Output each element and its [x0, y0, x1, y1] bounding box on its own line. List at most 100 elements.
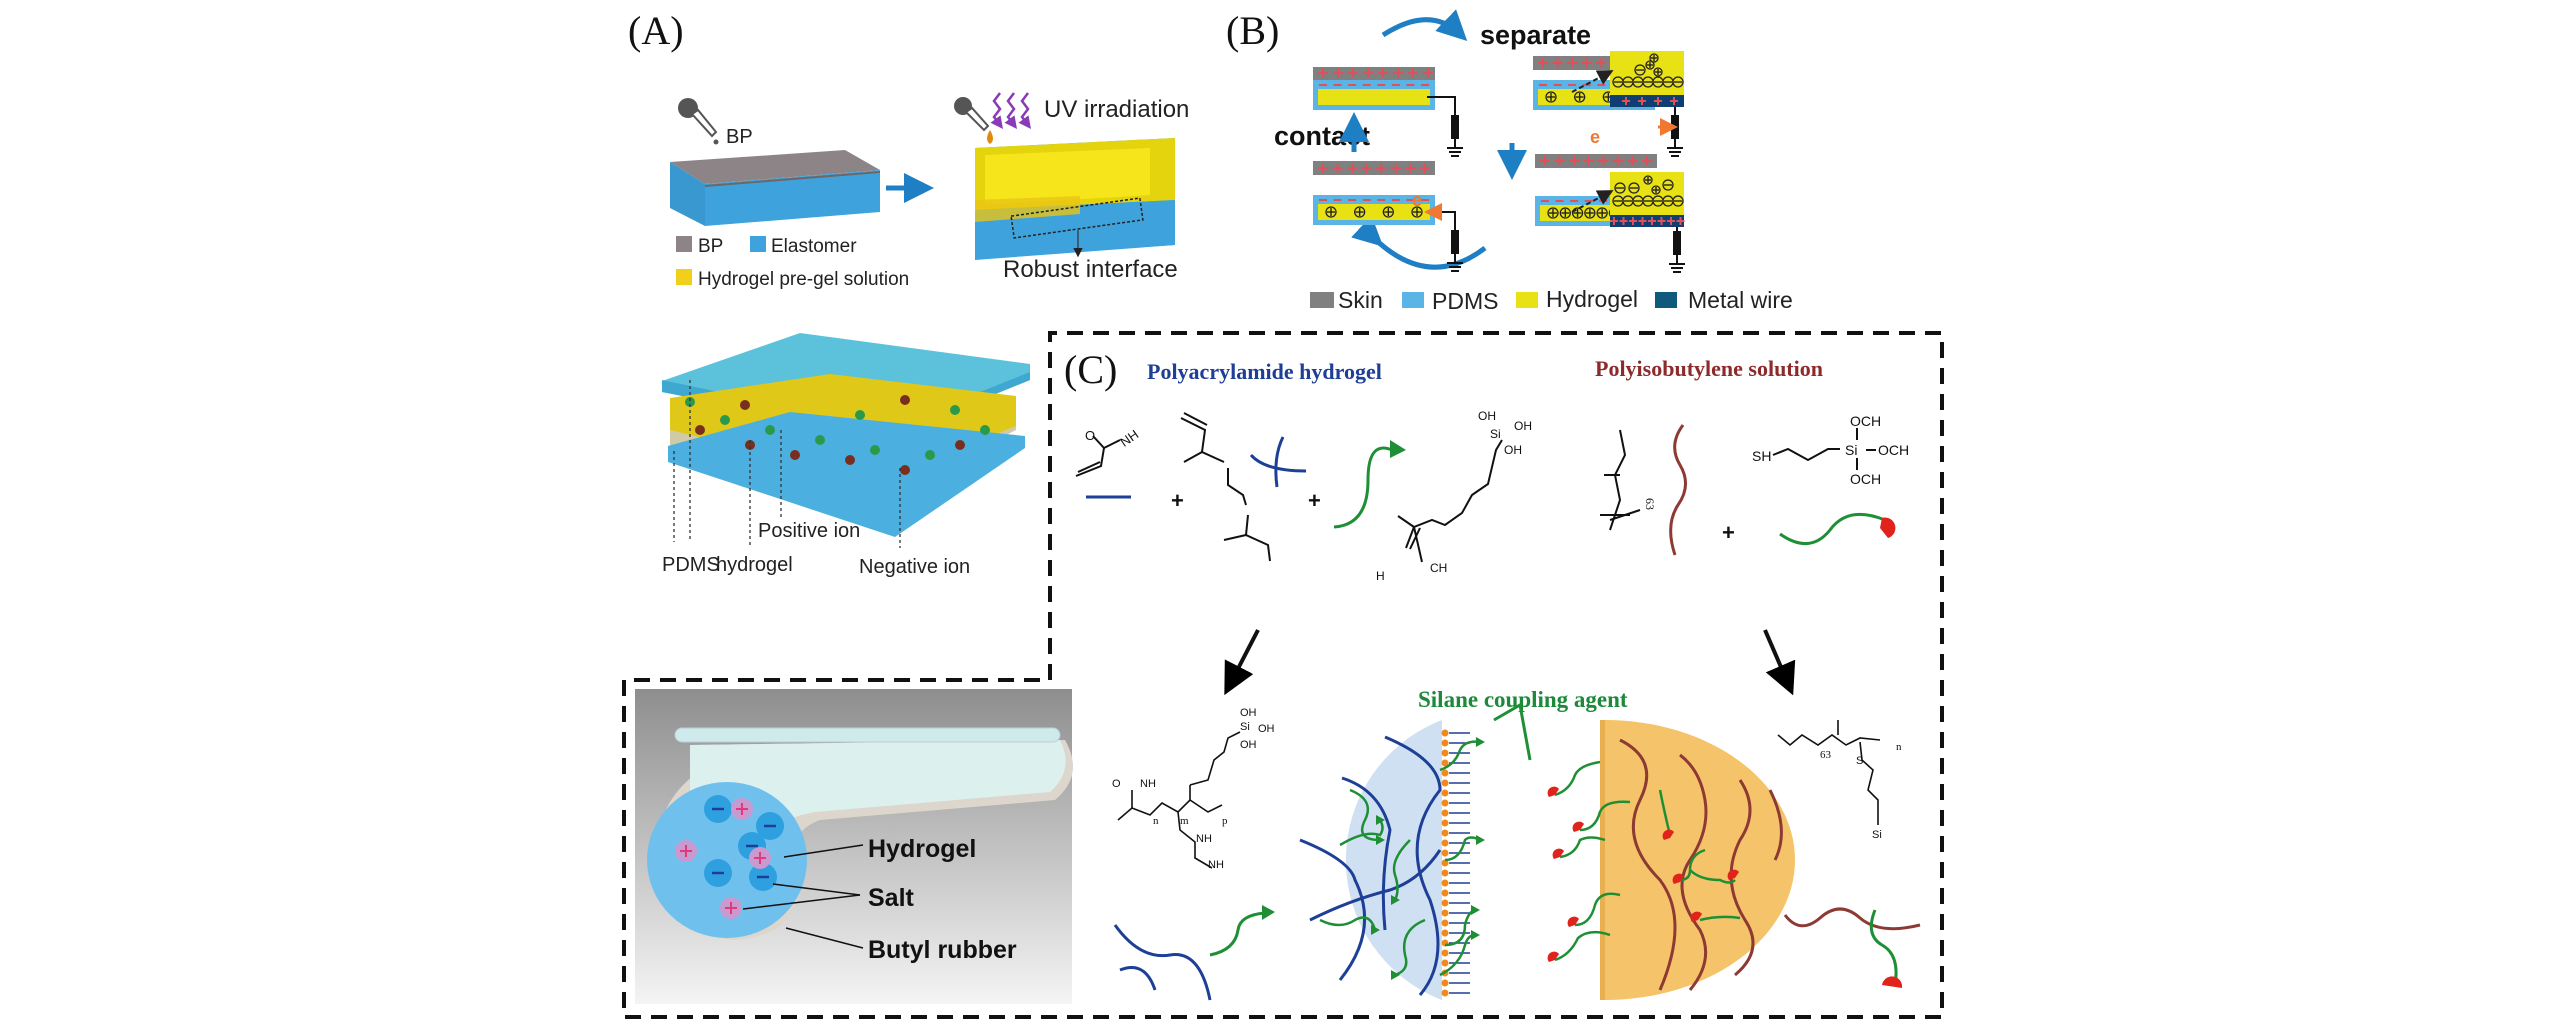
vinyl-cap-icon: [1476, 737, 1485, 747]
wire: [1427, 96, 1456, 115]
anchor-dot: [1441, 769, 1449, 777]
silane-chain: [1439, 740, 1481, 772]
anchor-dot: [1441, 959, 1449, 967]
anchor-dot: [1441, 829, 1449, 837]
dropper-icon: [678, 98, 719, 145]
dropper-icon: [954, 97, 993, 144]
anchor-dot: [1441, 839, 1449, 847]
legend-label-pdms: PDMS: [1432, 288, 1498, 314]
anchor-dot: [1441, 869, 1449, 877]
resistor-icon: [1451, 230, 1459, 254]
anchor-dot: [1441, 899, 1449, 907]
positive-ion-dot: [900, 395, 910, 405]
positive-charge-icon: [1571, 207, 1584, 219]
plus-sign: +: [1722, 520, 1735, 545]
positive-charge-icon: [1643, 175, 1653, 185]
negative-ion-dot: [765, 425, 775, 435]
legend-swatch-hydrogel-pregel: [676, 269, 692, 285]
anchor-dot: [1441, 929, 1449, 937]
legend-swatch-bp: [676, 236, 692, 252]
polyisobutylene-solution-title: Polyisobutylene solution: [1595, 356, 1823, 381]
vinyl-cap-icon: [1376, 835, 1385, 845]
thiol-cap-icon: [1552, 848, 1564, 859]
chem-och3: OCH: [1878, 442, 1909, 458]
anchor-dot: [1441, 739, 1449, 747]
panel-b-label: (B): [1226, 8, 1279, 53]
positive-charge-icon: [1653, 67, 1663, 77]
chem-nh: NH: [1208, 859, 1224, 871]
chem-och3: OCH: [1850, 471, 1881, 487]
panel-a-legend: BP Elastomer Hydrogel pre-gel solution: [676, 236, 909, 290]
positive-ion-dot: [740, 400, 750, 410]
negative-ion-dot: [950, 405, 960, 415]
thiol-cap-icon: [1662, 829, 1674, 840]
chem-si: Si: [1240, 721, 1250, 733]
chem-oh: OH: [1258, 723, 1275, 735]
positive-charge-icon: [1411, 206, 1423, 218]
thiol-cap-icon: [1690, 911, 1702, 922]
anchor-dot: [1441, 949, 1449, 957]
inset-label-hydrogel: Hydrogel: [868, 835, 976, 863]
positive-charge-icon: [1651, 185, 1661, 195]
chem-si: Si: [1490, 427, 1501, 441]
positive-charge-icon: [1325, 206, 1337, 218]
chem-si: Si: [1845, 442, 1857, 458]
silane-chain: [1579, 800, 1631, 832]
stacked-device-illustration: PDMS hydrogel Positive ion Negative ion: [662, 333, 1030, 578]
device-label-negative-ion: Negative ion: [859, 556, 970, 578]
inset-label-salt: Salt: [868, 884, 915, 912]
mba-crosslinker-structure: [1180, 412, 1271, 562]
plus-sign: +: [1171, 488, 1184, 513]
chem-si: Si: [1872, 829, 1882, 841]
positive-charge-icon: [1354, 206, 1366, 218]
silane-chain: [1554, 930, 1611, 962]
chem-oh: OH: [1240, 707, 1257, 719]
anchor-dot: [1441, 859, 1449, 867]
legend-label-skin: Skin: [1338, 287, 1383, 313]
silane-chain: [1574, 892, 1621, 927]
reaction-arrow-left: [1224, 629, 1260, 696]
anchor-dot: [1441, 779, 1449, 787]
legend-swatch-pdms: [1402, 292, 1424, 308]
negative-ion-dot: [685, 397, 695, 407]
cycle-arrow-top: [1381, 9, 1468, 41]
electron-label: e: [1590, 127, 1600, 147]
resistor-icon: [1451, 115, 1459, 139]
pib-grafted-structure: [1777, 720, 1881, 825]
positive-ion-dot: [695, 425, 705, 435]
legend-swatch-hydrogel: [1516, 292, 1538, 308]
silane-chain: [1554, 760, 1601, 797]
skin-layer: [1313, 161, 1435, 175]
anchor-dot: [1441, 979, 1449, 987]
positive-ion-dot: [900, 465, 910, 475]
vinyl-cap-icon: [1471, 930, 1480, 940]
silane-chain: [1689, 869, 1736, 884]
silane-chain: [1392, 839, 1411, 901]
panel-c: (C) Polyacrylamide hydrogel Polyisobutyl…: [1064, 347, 1921, 1001]
positive-charge-icon: [1584, 207, 1596, 219]
chem-p: p: [1222, 815, 1228, 827]
thiol-cap-icon: [1727, 869, 1739, 880]
negative-charge-icon: [1614, 182, 1626, 194]
anchor-dot: [1441, 799, 1449, 807]
negative-ion-dot: [855, 410, 865, 420]
legend-swatch-skin: [1310, 292, 1334, 308]
interface-zoom-inset-top: [1610, 51, 1684, 107]
positive-ion-dot: [955, 440, 965, 450]
silane-coupling-symbol: [1333, 446, 1393, 529]
panel-c-label: (C): [1064, 347, 1117, 392]
chem-63: 63: [1820, 749, 1832, 761]
anchor-dot: [1441, 749, 1449, 757]
thiol-cap-icon: [1547, 951, 1559, 962]
skin-layer: [1313, 67, 1435, 81]
robust-interface-label: Robust interface: [1003, 256, 1178, 283]
legend-label-hydrogel-pregel: Hydrogel pre-gel solution: [698, 269, 909, 290]
chem-sh: SH: [1752, 448, 1771, 464]
negative-charge-icon: [1672, 195, 1684, 207]
panel-b: (B) separate contact ee Skin PDMS Hydr: [1226, 8, 1793, 314]
legend-label-bp: BP: [698, 236, 723, 257]
chem-h2c: H: [1376, 569, 1385, 583]
pib-domain: [1605, 720, 1795, 1000]
chem-oh: OH: [1504, 443, 1522, 457]
